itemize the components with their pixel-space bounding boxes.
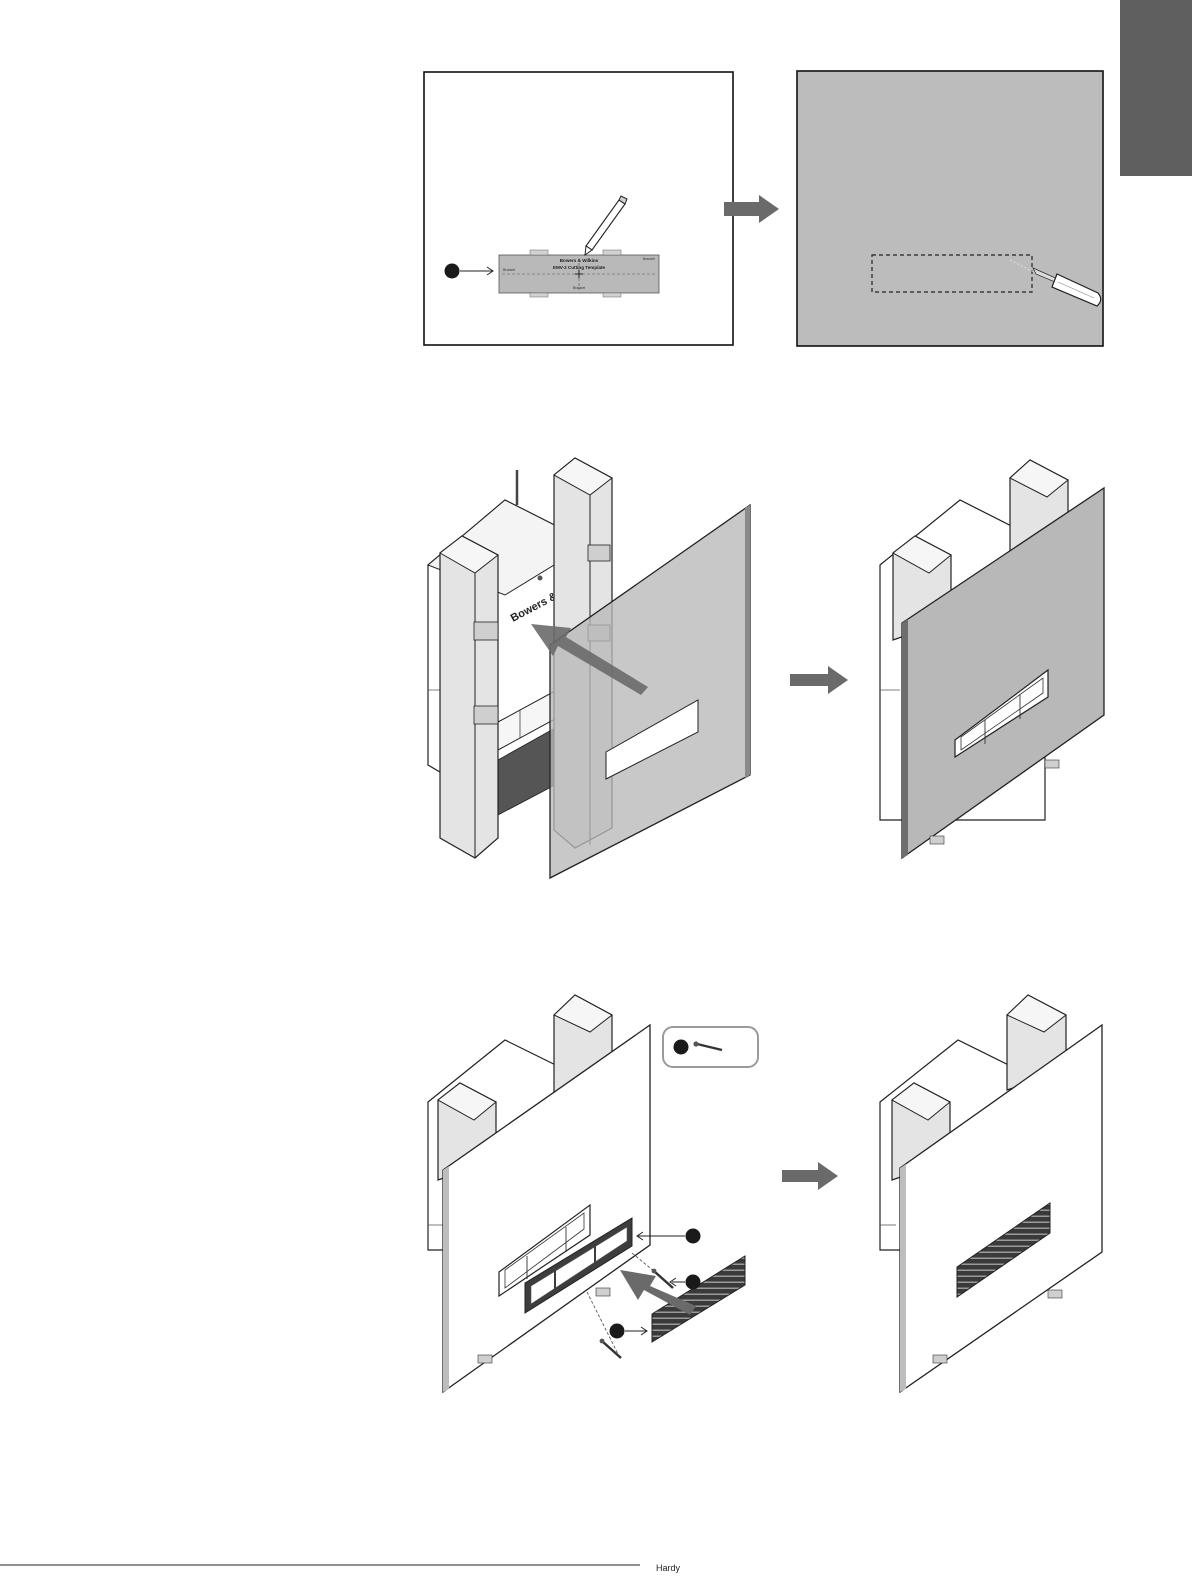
- cutting-template: Bowers & Wilkins EMV-2 Cutting Template …: [499, 250, 659, 297]
- arrow-push-icon: [620, 1270, 696, 1315]
- step-3-fit-right: [880, 995, 1102, 1392]
- step-1-cutout-panel: [797, 71, 1103, 346]
- template-title: EMV-2 Cutting Template: [553, 265, 606, 270]
- arrow-right-icon: [782, 1162, 838, 1190]
- callout-dot: [674, 1040, 689, 1055]
- step-2-install-left: Bowers & Wilkins: [428, 458, 750, 878]
- callout-dot: [686, 1275, 701, 1290]
- screw-icon: [652, 1269, 673, 1288]
- template-side-left: Bracket: [503, 268, 515, 272]
- template-brand: Bowers & Wilkins: [560, 258, 599, 263]
- language-tab: [1120, 0, 1192, 176]
- template-side-right: Bracket: [643, 257, 655, 261]
- callout-dot: [445, 264, 460, 279]
- template-bottom: Bracket: [573, 286, 585, 290]
- screw-icon: [600, 1339, 621, 1358]
- step-1-template-panel: Bowers & Wilkins EMV-2 Cutting Template …: [424, 72, 733, 345]
- screw-kit-box: [663, 1027, 758, 1067]
- footer-text: Hardy: [656, 1563, 681, 1573]
- callout-dot: [610, 1324, 625, 1339]
- callout-dot: [686, 1229, 701, 1244]
- step-2-install-right: [880, 460, 1104, 858]
- arrow-right-icon: [790, 666, 848, 694]
